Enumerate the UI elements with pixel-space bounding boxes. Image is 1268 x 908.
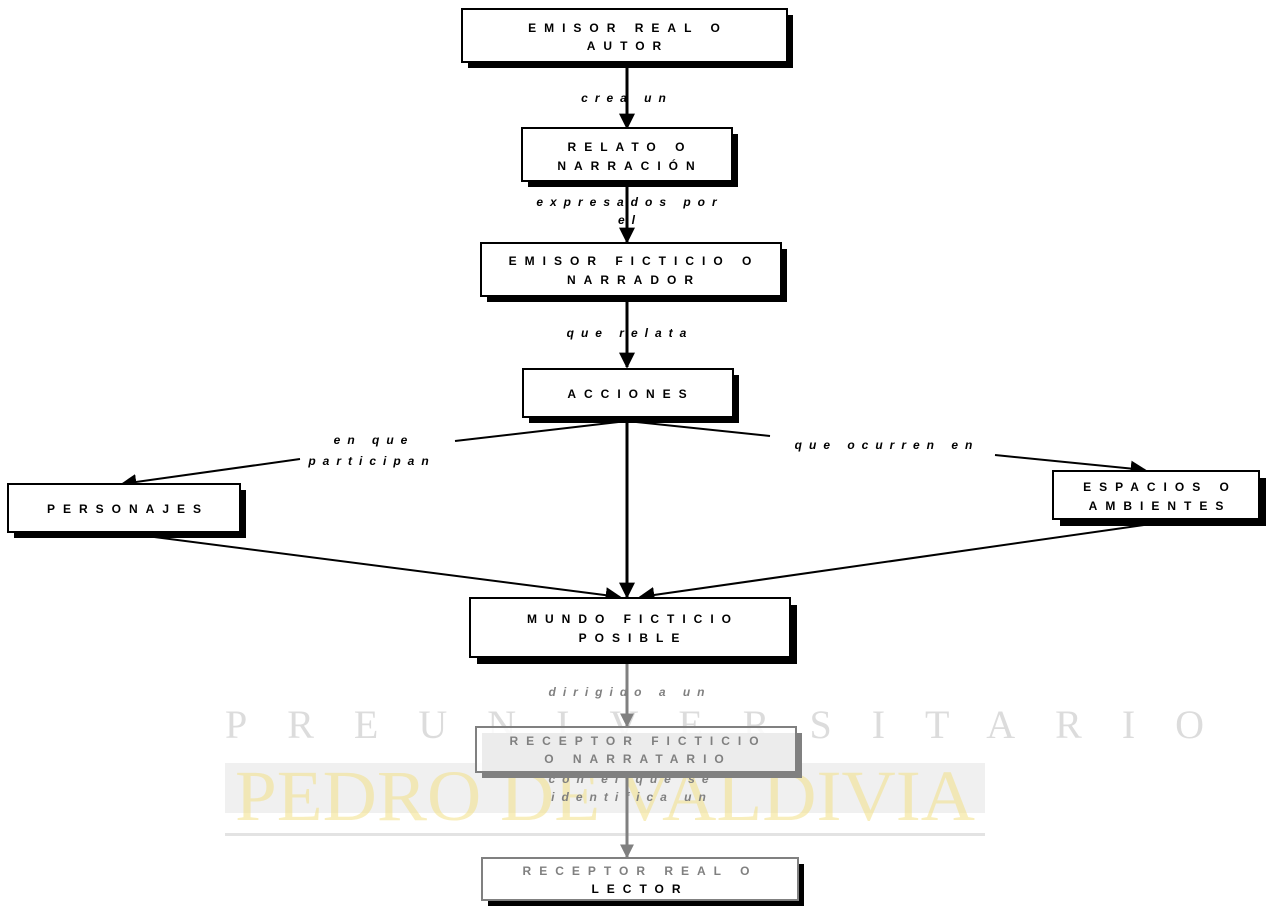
node-relato: RELATO O NARRACIÓN — [521, 127, 738, 187]
nodes: EMISOR REAL O AUTOR RELATO O NARRACIÓN E… — [7, 8, 1266, 906]
node-relato-line1: RELATO O — [568, 140, 693, 154]
node-receptor-real-line2: LECTOR — [591, 882, 688, 896]
label-crea-un: crea un — [581, 91, 673, 105]
edges — [114, 68, 1166, 859]
node-receptor-real-line1: RECEPTOR REAL O — [523, 864, 758, 878]
label-que-relata: que relata — [567, 326, 694, 340]
edge-personajes-mundo — [114, 531, 622, 604]
node-mundo-line2: POSIBLE — [579, 631, 688, 645]
node-mundo: MUNDO FICTICIO POSIBLE — [469, 597, 797, 664]
node-emisor-ficticio: EMISOR FICTICIO O NARRADOR — [480, 242, 787, 302]
edge-espacios-mundo — [638, 521, 1166, 603]
watermark: PREUNIVERSITARIO PEDRO DE VALDIVIA — [225, 702, 1204, 836]
label-que-ocurren: que ocurren en — [795, 438, 980, 452]
node-emisor-ficticio-line1: EMISOR FICTICIO O — [509, 254, 760, 268]
node-personajes: PERSONAJES — [7, 483, 246, 538]
label-expresados-1: expresados por — [536, 195, 723, 209]
node-personajes-line1: PERSONAJES — [47, 502, 209, 516]
edge-acciones-personajes-b — [120, 458, 301, 490]
node-espacios: ESPACIOS O AMBIENTES — [1052, 470, 1266, 526]
node-mundo-line1: MUNDO FICTICIO — [527, 612, 739, 626]
edge-labels: crea un expresados por el que relata en … — [307, 91, 980, 804]
label-con-el-que-2: identifica un — [551, 790, 713, 804]
node-receptor-ficticio-line2: O NARRATARIO — [544, 752, 732, 766]
node-espacios-line2: AMBIENTES — [1089, 499, 1232, 513]
label-expresados-2: el — [618, 213, 642, 227]
node-relato-line2: NARRACIÓN — [557, 158, 702, 173]
node-receptor-ficticio-line1: RECEPTOR FICTICIO — [509, 734, 766, 748]
node-emisor-real: EMISOR REAL O AUTOR — [461, 8, 793, 68]
node-acciones-line1: ACCIONES — [567, 387, 694, 401]
node-emisor-ficticio-line2: NARRADOR — [567, 273, 701, 287]
node-emisor-real-line1: EMISOR REAL O — [528, 21, 728, 35]
edge-acciones-espacios-a — [626, 420, 771, 437]
edge-acciones-espacios-b — [994, 454, 1147, 477]
node-receptor-real: RECEPTOR REAL O LECTOR — [481, 857, 804, 906]
node-receptor-ficticio: RECEPTOR FICTICIO O NARRATARIO — [475, 726, 802, 778]
node-emisor-real-line2: AUTOR — [587, 39, 669, 53]
node-acciones: ACCIONES — [522, 368, 739, 423]
label-en-que-1: en que — [334, 433, 415, 447]
edge-acciones-personajes-a — [454, 420, 628, 442]
node-espacios-line1: ESPACIOS O — [1083, 480, 1237, 494]
label-en-que-2: participan — [307, 454, 435, 468]
label-dirigido: dirigido a un — [549, 685, 712, 699]
watermark-underline — [225, 833, 985, 836]
